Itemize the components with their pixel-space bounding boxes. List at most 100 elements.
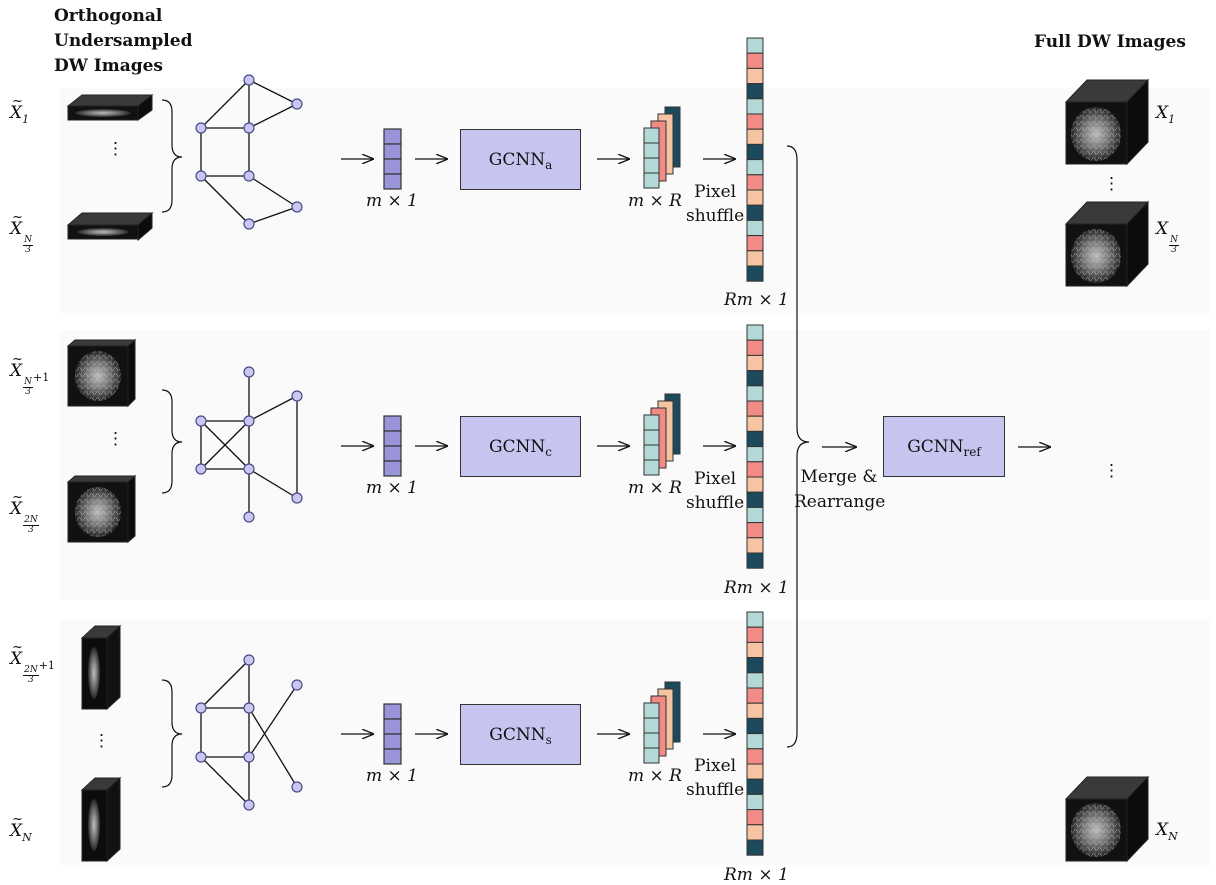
graph-node [195,463,207,475]
long-vector-cell [746,763,764,780]
input-title-line2: Undersampled [54,31,193,51]
graph-node [243,218,255,230]
long-vector-cell [746,641,764,659]
long-vector-cell [746,67,764,85]
long-vector-cell [746,733,764,750]
long-vector-cell [746,537,764,554]
output-ellipsis-top: ⋮ [1103,174,1120,194]
long-vector-cell [746,250,764,267]
row3-vector-size-label: m × 1 [366,766,418,786]
long-vector-cell [746,824,764,841]
graph-node [195,751,207,763]
long-vector-cell [746,354,764,372]
row3-long-vector-label: Rm × 1 [724,865,789,885]
graph-node [243,799,255,811]
input-volume-last-row1 [66,211,154,242]
long-vector-cell [746,400,764,417]
long-vector-cell [746,446,764,463]
long-vector-cell [746,143,764,161]
row3-stack-size-label: m × R [628,766,682,786]
brace-row3 [161,679,183,788]
merge-brace [786,145,810,748]
long-vector-cell [746,522,764,539]
long-vector-cell [746,219,764,237]
long-vector-cell [746,717,764,735]
input-title-line1: Orthogonal [54,6,163,26]
long-vector-row2 [746,324,764,569]
graph-node [243,122,255,134]
input-volume-first-row1 [66,93,154,121]
input-volume-last-row3 [80,776,122,863]
long-vector-cell [746,37,764,54]
long-vector-cell [746,113,764,130]
long-vector-row3 [746,611,764,856]
long-vector-cell [746,461,764,478]
long-vector-cell [746,370,764,387]
long-vector-cell [746,83,764,100]
graph-row3 [195,654,303,811]
graph-node [243,415,255,427]
brace-row2 [161,389,183,494]
long-vector-cell [746,748,764,765]
long-vector-cell [746,839,764,856]
row2-first-input-label: XN3+1 [10,350,49,397]
row2-stack-size-label: m × R [628,478,682,498]
long-vector-cell [746,98,764,115]
feature-vector-row3 [383,703,402,765]
graph-node [243,654,255,666]
long-vector-cell [746,159,764,176]
long-vector-cell [746,174,764,191]
long-vector-cell [746,385,764,402]
row1-stack-size-label: m × R [628,191,682,211]
row2-ellipsis: ⋮ [107,429,124,449]
long-vector-cell [746,324,764,341]
long-vector-cell [746,235,764,252]
row1-first-input-label: X1 [10,92,29,126]
long-vector-cell [746,128,764,145]
long-vector-cell [746,415,764,432]
feature-vector-row2 [383,415,402,477]
output-ellipsis-middle: ⋮ [1103,461,1120,481]
graph-node [243,366,255,378]
long-vector-cell [746,491,764,508]
long-vector-cell [746,339,764,356]
row1-last-input-label: XN3 [10,208,33,255]
long-vector-cell [746,611,764,628]
long-vector-cell [746,626,764,643]
feature-stack-row2 [643,393,681,476]
graph-row1 [195,74,303,230]
graph-node [291,679,303,691]
row3-ellipsis: ⋮ [93,731,110,751]
long-vector-cell [746,430,764,448]
long-vector-cell [746,702,764,719]
output-volume-first [1064,78,1150,166]
graph-node [243,702,255,714]
input-volume-first-row3 [80,624,122,711]
brace-row1 [161,99,183,213]
output-volume-second [1064,200,1150,288]
long-vector-cell [746,657,764,674]
row1-ellipsis: ⋮ [107,139,124,159]
output-first-label: X1 [1156,103,1176,127]
output-last-label: XN [1156,820,1178,844]
graph-node [243,170,255,182]
feature-vector-row1 [383,128,402,190]
merge-rearrange-label: Merge &Rearrange [794,467,886,512]
row2-vector-size-label: m × 1 [366,478,418,498]
graph-node [243,463,255,475]
long-vector-cell [746,687,764,704]
graph-node [291,201,303,213]
input-title: Orthogonal Undersampled DW Images [54,4,192,79]
graph-node [195,170,207,182]
row3-last-input-label: XN [10,810,32,844]
long-vector-cell [746,204,764,221]
long-vector-cell [746,552,764,569]
feature-stack-row3 [643,681,681,764]
row-2 [66,324,764,569]
